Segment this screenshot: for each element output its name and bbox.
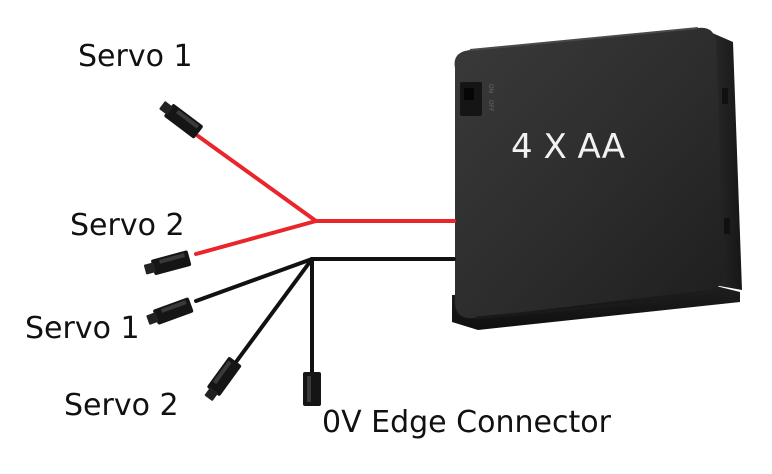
negative-wires <box>194 257 456 378</box>
svg-text:ON: ON <box>487 84 494 93</box>
battery-box <box>452 27 742 330</box>
red-wire-servo2 <box>194 219 318 256</box>
red-wire-servo1 <box>196 134 318 223</box>
connector-servo2-bottom <box>204 357 242 401</box>
black-wire-servo1 <box>194 257 314 303</box>
svg-text:OFF: OFF <box>487 100 494 112</box>
connector-servo2-top <box>143 250 192 275</box>
label-servo-2-bottom: Servo 2 <box>64 388 179 423</box>
label-servo-1-top: Servo 1 <box>78 39 193 74</box>
connector-servo1-bottom <box>146 297 194 325</box>
power-switch-icon: ON OFF <box>460 82 494 116</box>
label-servo-1-bottom: Servo 1 <box>25 311 140 346</box>
black-wire-servo2 <box>234 257 314 364</box>
label-servo-2-top: Servo 2 <box>70 208 185 243</box>
connector-servo1-top <box>159 101 203 139</box>
label-edge-connector: 0V Edge Connector <box>322 405 611 440</box>
connector-edge <box>303 372 321 406</box>
battery-label: 4 X AA <box>511 127 626 167</box>
positive-wires <box>194 134 456 256</box>
